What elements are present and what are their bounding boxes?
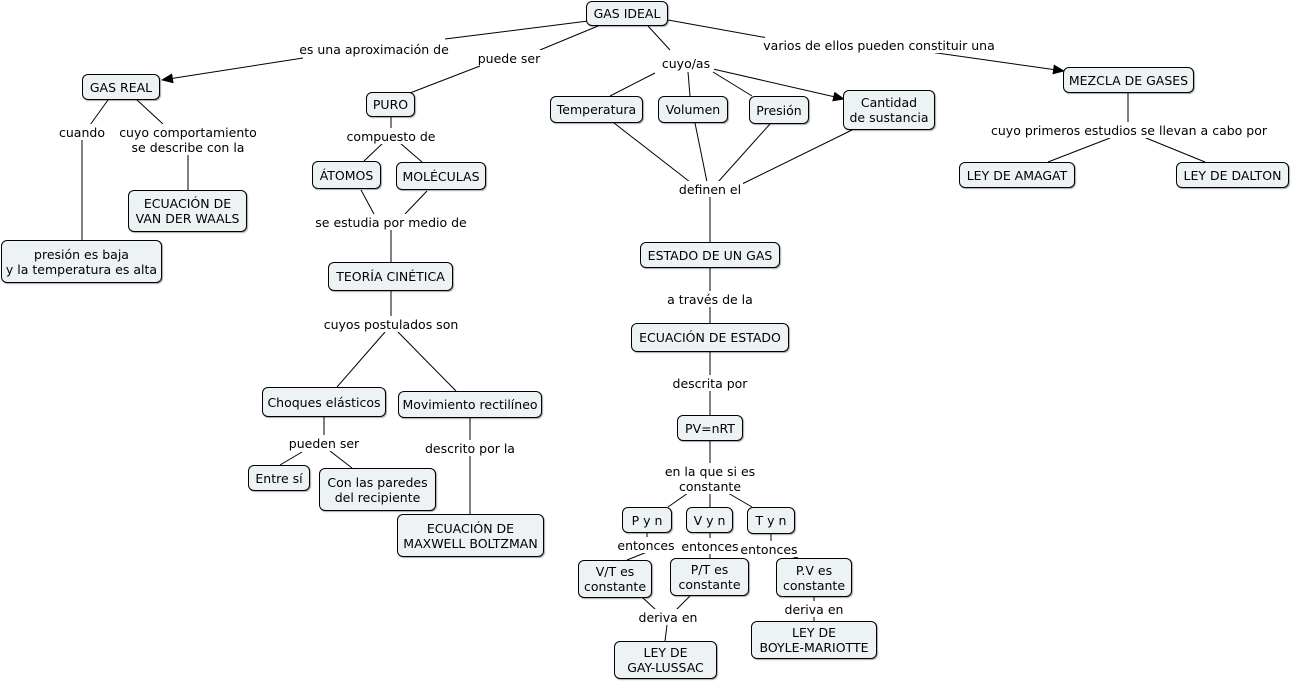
connector-line xyxy=(712,68,845,102)
concept-gas-real[interactable]: GAS REAL xyxy=(82,74,160,100)
link-label-si-es-constante: en la que si es constante xyxy=(660,463,760,494)
concept-puro[interactable]: PURO xyxy=(366,92,415,117)
concept-con-las-paredes[interactable]: Con las paredes del recipiente xyxy=(319,468,436,511)
connector-line xyxy=(667,492,689,508)
link-label-descrito: descrito por la xyxy=(424,440,516,456)
connector-line xyxy=(717,123,771,183)
connector-line xyxy=(404,190,428,215)
connector-line xyxy=(336,331,386,388)
connector-line xyxy=(626,551,648,561)
concept-choques-elasticos[interactable]: Choques elásticos xyxy=(262,387,386,417)
concept-ecuacion-de-estado[interactable]: ECUACIÓN DE ESTADO xyxy=(631,323,789,352)
connector-line xyxy=(1047,137,1111,163)
connector-line xyxy=(667,19,769,39)
link-label-varios: varios de ellos pueden constituir una xyxy=(763,37,995,53)
link-label-traves: a través de la xyxy=(665,291,755,307)
connector-line xyxy=(409,65,481,94)
connector-line xyxy=(360,189,375,215)
concept-maxwell-boltzman[interactable]: ECUACIÓN DE MAXWELL BOLTZMAN xyxy=(397,514,544,557)
link-label-definen: definen el xyxy=(677,181,743,197)
connector-line xyxy=(444,19,597,40)
link-label-primeros-estudios: cuyo primeros estudios se llevan a cabo … xyxy=(991,122,1268,138)
concept-presion[interactable]: Presión xyxy=(749,96,809,124)
link-label-aproximacion: es una aproximación de xyxy=(299,41,449,57)
concept-teoria-cinetica[interactable]: TEORÍA CINÉTICA xyxy=(328,262,453,291)
concept-cantidad-de-sustancia[interactable]: Cantidad de sustancia xyxy=(843,90,935,130)
connector-line xyxy=(161,57,304,84)
concept-t-y-n[interactable]: T y n xyxy=(747,507,795,534)
connector-line xyxy=(727,492,753,508)
connector-line xyxy=(647,25,671,51)
link-label-entonces: entonces xyxy=(740,541,798,557)
concept-pv-nrt[interactable]: PV=nRT xyxy=(677,415,743,441)
link-label-pueden-ser: pueden ser xyxy=(286,435,362,451)
link-label-puede-ser: puede ser xyxy=(476,50,542,66)
connector-line xyxy=(279,451,303,466)
link-label-compuesto: compuesto de xyxy=(345,128,437,144)
connector-line xyxy=(712,71,753,97)
connector-line xyxy=(664,624,668,642)
concept-ley-de-dalton[interactable]: LEY DE DALTON xyxy=(1176,162,1289,188)
link-label-descrita: descrita por xyxy=(671,375,749,391)
connector-line xyxy=(609,72,656,97)
concept-pv-constante[interactable]: P.V es constante xyxy=(776,558,852,597)
concept-pt-constante[interactable]: P/T es constante xyxy=(670,558,749,596)
connector-line xyxy=(675,595,691,611)
link-label-estudia: se estudia por medio de xyxy=(315,214,467,230)
connector-line xyxy=(329,450,353,469)
connector-line xyxy=(363,142,384,162)
concept-vt-constante[interactable]: V/T es constante xyxy=(578,560,652,598)
concept-movimiento-rectilineo[interactable]: Movimiento rectilíneo xyxy=(398,391,542,418)
connector-line xyxy=(613,122,691,183)
concept-van-der-waals[interactable]: ECUACIÓN DE VAN DER WAALS xyxy=(128,190,247,232)
connector-line xyxy=(687,71,691,97)
concept-boyle-mariotte[interactable]: LEY DE BOYLE-MARIOTTE xyxy=(751,621,877,659)
link-label-postulados: cuyos postulados son xyxy=(323,316,459,332)
concept-entre-si[interactable]: Entre sí xyxy=(248,465,310,491)
connector-line xyxy=(694,122,708,183)
connector-line xyxy=(397,331,457,392)
link-label-deriva-en: deriva en xyxy=(783,601,845,617)
link-label-entonces: entonces xyxy=(681,538,739,554)
connector-line xyxy=(642,597,657,611)
connector-line xyxy=(1145,137,1206,163)
concept-presion-baja[interactable]: presión es baja y la temperatura es alta xyxy=(1,240,162,283)
link-label-cuando: cuando xyxy=(56,124,108,140)
concept-p-y-n[interactable]: P y n xyxy=(622,507,672,533)
concept-mezcla-de-gases[interactable]: MEZCLA DE GASES xyxy=(1063,67,1194,93)
connector-line xyxy=(929,51,1065,75)
link-label-deriva-en: deriva en xyxy=(637,609,699,625)
link-label-entonces: entonces xyxy=(617,537,675,553)
concept-atomos[interactable]: ÁTOMOS xyxy=(312,161,381,189)
link-label-comportamiento: cuyo comportamiento se describe con la xyxy=(118,124,258,155)
concept-gay-lussac[interactable]: LEY DE GAY-LUSSAC xyxy=(614,641,717,679)
connector-line xyxy=(741,129,853,185)
concept-temperatura[interactable]: Temperatura xyxy=(550,96,643,123)
connector-line xyxy=(89,99,109,126)
connector-line xyxy=(136,99,164,125)
concept-volumen[interactable]: Volumen xyxy=(658,96,728,123)
link-label-cuyo-as: cuyo/as xyxy=(658,55,714,71)
concept-v-y-n[interactable]: V y n xyxy=(686,507,733,533)
concept-moleculas[interactable]: MOLÉCULAS xyxy=(396,162,486,190)
concept-estado-de-un-gas[interactable]: ESTADO DE UN GAS xyxy=(640,242,780,268)
concept-ley-de-amagat[interactable]: LEY DE AMAGAT xyxy=(959,162,1075,188)
connector-line xyxy=(399,142,423,163)
connector-line xyxy=(539,25,599,51)
concept-gas-ideal[interactable]: GAS IDEAL xyxy=(586,1,668,26)
